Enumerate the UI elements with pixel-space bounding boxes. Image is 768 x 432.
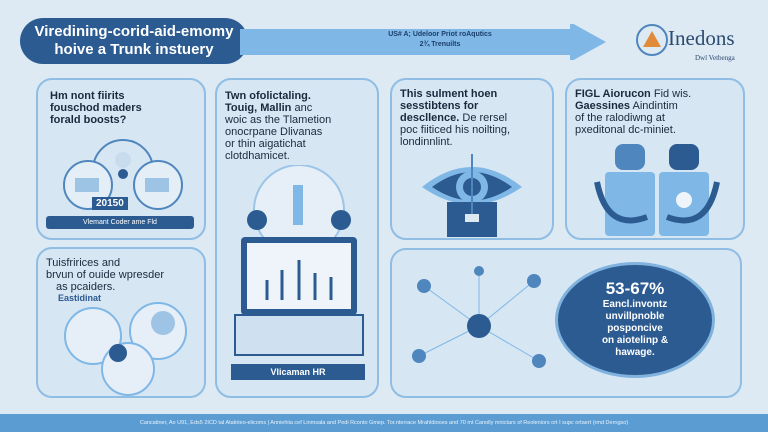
panel-5: Tuisfririces and brvun of ouide wpresder… bbox=[36, 247, 206, 398]
footer: Cancatiner, Ao U91, Eds5 2ICD tal Atatir… bbox=[0, 414, 768, 432]
stat-text: Eancl.invontz unvillpnoble posponcive on… bbox=[558, 299, 712, 359]
text-line: anc bbox=[294, 102, 313, 114]
text-line: De rersel bbox=[462, 112, 508, 124]
network-circles-illustration bbox=[64, 302, 187, 396]
panel-1-banner: Vlemant Coder ame Fld bbox=[46, 216, 194, 229]
arrow-line-1: US# A; Udeloor Priot roAqutics bbox=[388, 31, 492, 38]
two-people-icon bbox=[594, 144, 720, 236]
title-line-2: hoive a Trunk instuery bbox=[54, 41, 214, 58]
panel-2: Twn ofolictaling. Touig, Mallin anc woic… bbox=[215, 78, 379, 398]
laptop-chart-illustration bbox=[234, 165, 364, 356]
panel-2-banner: Vlicaman HR bbox=[231, 364, 365, 380]
text-line: onocrpane Dlivanas bbox=[225, 126, 323, 138]
text-line: as pcaiders. bbox=[56, 281, 116, 293]
panel-5-label: Eastidinat bbox=[58, 293, 102, 303]
arrow-text: US# A; Udeloor Priot roAqutics 2¾ Trenui… bbox=[290, 30, 590, 50]
text-line: FIGL Aiorucon bbox=[575, 88, 651, 100]
panel-3: This sulment hoen sesstibtens for descll… bbox=[390, 78, 554, 240]
arrow-line-2: 2¾ Trenuilts bbox=[419, 41, 461, 48]
text-line: on aiotelinp & bbox=[601, 335, 669, 346]
text-line: Touig, Mallin bbox=[225, 102, 292, 114]
text-line: or thin aigatichat bbox=[225, 138, 306, 150]
text-line: of the ralodiwng at bbox=[575, 112, 665, 124]
connections-illustration bbox=[412, 266, 546, 368]
text-line: Aindintim bbox=[632, 100, 678, 112]
panel-1-text: Hm nont fiirits fouschod maders forald b… bbox=[50, 90, 204, 126]
panel-5-text: Tuisfririces and brvun of ouide wpresder… bbox=[46, 257, 204, 293]
stat-circle: 53-67% Eancl.invontz unvillpnoble pospon… bbox=[555, 262, 715, 378]
panel-4-text: FIGL Aiorucon Fid wis. Gaessines Aindint… bbox=[575, 88, 743, 136]
text-line: Fid wis. bbox=[653, 88, 692, 100]
arrow-banner bbox=[240, 24, 606, 60]
text-line: pxeditonal dc-miniet. bbox=[575, 124, 676, 136]
text-line: Tuisfririces and bbox=[46, 257, 121, 269]
panel-3-text: This sulment hoen sesstibtens for descll… bbox=[400, 88, 552, 148]
year-badge: 20150 bbox=[92, 197, 128, 210]
text-line: Eancl.invontz bbox=[602, 299, 668, 310]
text-line: This sulment hoen bbox=[400, 88, 498, 100]
panel-4: FIGL Aiorucon Fid wis. Gaessines Aindint… bbox=[565, 78, 745, 240]
logo-name: Inedons bbox=[668, 26, 735, 50]
text-line: fouschod maders bbox=[50, 102, 142, 114]
title-line-1: Viredining-corid-aid-emomy bbox=[34, 23, 234, 40]
text-line: hawage. bbox=[615, 347, 655, 358]
title-banner: Viredining-corid-aid-emomy hoive a Trunk… bbox=[20, 18, 248, 64]
text-line: clotdhamicet. bbox=[225, 150, 290, 162]
text-line: brvun of ouide wpresder bbox=[46, 269, 165, 281]
text-line: posponcive bbox=[607, 323, 663, 334]
text-line: poc fiiticed his noilting, bbox=[400, 124, 511, 136]
logo-icon bbox=[636, 24, 668, 56]
text-line: Gaessines bbox=[575, 100, 631, 112]
text-line: woic as the Tlametion bbox=[225, 114, 332, 126]
text-line: Hm nont fiirits bbox=[50, 90, 125, 102]
eye-icon bbox=[422, 154, 522, 237]
stat-value: 53-67% bbox=[605, 279, 665, 298]
text-line: sesstibtens for bbox=[400, 100, 479, 112]
text-line: unvillpnoble bbox=[605, 311, 665, 322]
logo-subtitle: Dwl Vetbenga bbox=[695, 54, 735, 62]
text-line: londinnlint. bbox=[400, 136, 453, 148]
panel-1: Hm nont fiirits fouschod maders forald b… bbox=[36, 78, 206, 240]
text-line: descllence. bbox=[400, 112, 460, 124]
text-line: forald boosts? bbox=[50, 114, 127, 126]
panel-2-text: Twn ofolictaling. Touig, Mallin anc woic… bbox=[225, 90, 377, 162]
text-line: Twn ofolictaling. bbox=[225, 90, 311, 102]
